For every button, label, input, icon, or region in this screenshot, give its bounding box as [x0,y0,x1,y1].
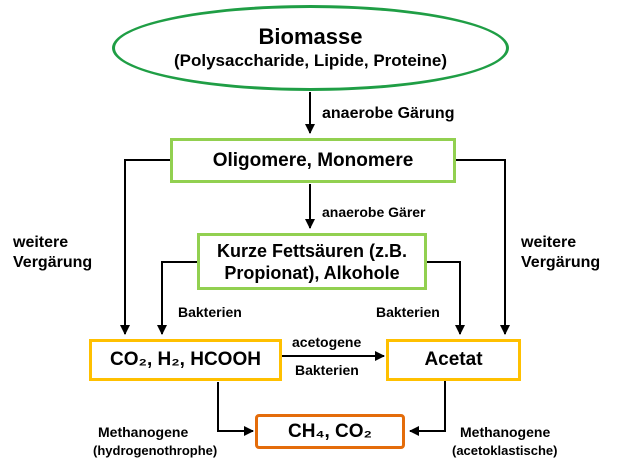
ch4-node: CH₄, CO₂ [255,414,405,449]
label-acetogenic-2: Bakterien [295,362,359,378]
label-methanogens-right-2: (acetoklastische) [452,443,558,458]
arrow-fattyacids-co2 [157,261,197,335]
label-bacteria-right: Bakterien [376,304,440,320]
label-further-fermentation-left-2: Vergärung [13,254,93,271]
biomass-subtitle: (Polysaccharide, Lipide, Proteine) [173,51,448,70]
label-anaerobic-fermentation: anaerobe Gärung [322,105,455,122]
arrow-oligomers-co2 [120,159,170,335]
ch4-label: CH₄, CO₂ [288,420,372,442]
arrow-acetate-ch4 [409,380,446,436]
label-methanogens-left-2: (hydrogenothrophe) [93,443,218,458]
oligomers-node: Oligomere, Monomere [170,138,456,183]
fatty-acids-node: Kurze Fettsäuren (z.B. Propionat), Alkoh… [197,233,427,290]
acetate-node: Acetat [386,339,521,381]
label-anaerobic-fermenters: anaerobe Gärer [322,204,426,220]
biomass-title: Biomasse [258,24,363,49]
label-further-fermentation-right-2: Vergärung [521,254,601,271]
acetate-label: Acetat [424,349,483,370]
co2-h2-label: CO₂, H₂, HCOOH [110,349,261,370]
oligomers-label: Oligomere, Monomere [212,149,414,171]
arrow-fattyacids-acetate [427,261,465,335]
fatty-acids-line1: Kurze Fettsäuren (z.B. [216,240,408,261]
arrow-oligomers-acetate [456,159,510,335]
label-further-fermentation-right-1: weitere [521,234,577,251]
label-bacteria-left: Bakterien [178,304,242,320]
label-methanogens-right-1: Methanogene [460,424,551,440]
co2-h2-node: CO₂, H₂, HCOOH [89,339,282,381]
fatty-acids-line2: Propionat), Alkohole [224,262,400,283]
arrow-co2-ch4 [217,382,254,436]
label-methanogens-left-1: Methanogene [98,424,189,440]
label-acetogenic-1: acetogene [292,334,362,350]
label-further-fermentation-left-1: weitere [13,234,69,251]
biomass-node: Biomasse (Polysaccharide, Lipide, Protei… [112,5,509,91]
